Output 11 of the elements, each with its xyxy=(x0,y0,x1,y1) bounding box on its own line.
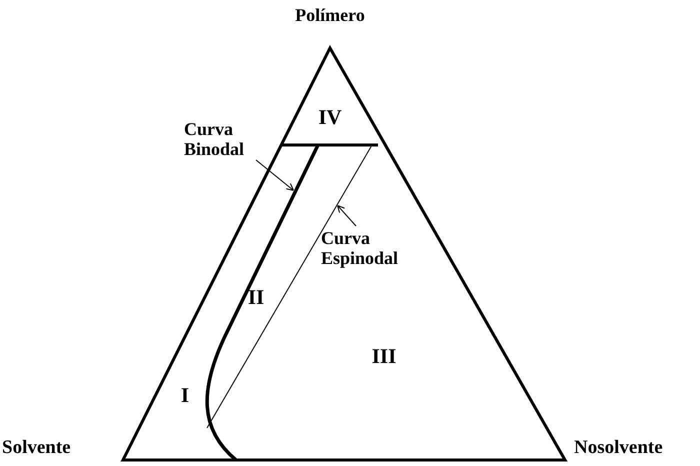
region-label: II xyxy=(248,286,264,310)
region-label: IV xyxy=(318,106,342,130)
callout-label: Curva Espinodal xyxy=(321,229,413,269)
leader-arrow xyxy=(256,160,294,191)
region-label: I xyxy=(180,384,190,408)
vertex-label: Nosolvente xyxy=(574,438,663,459)
region-label: III xyxy=(372,345,396,368)
callout-label: Curva Binodal xyxy=(184,120,264,160)
vertex-label: Polímero xyxy=(295,6,365,26)
vertex-label: Solvente xyxy=(2,438,71,459)
leader-arrow xyxy=(337,204,356,226)
